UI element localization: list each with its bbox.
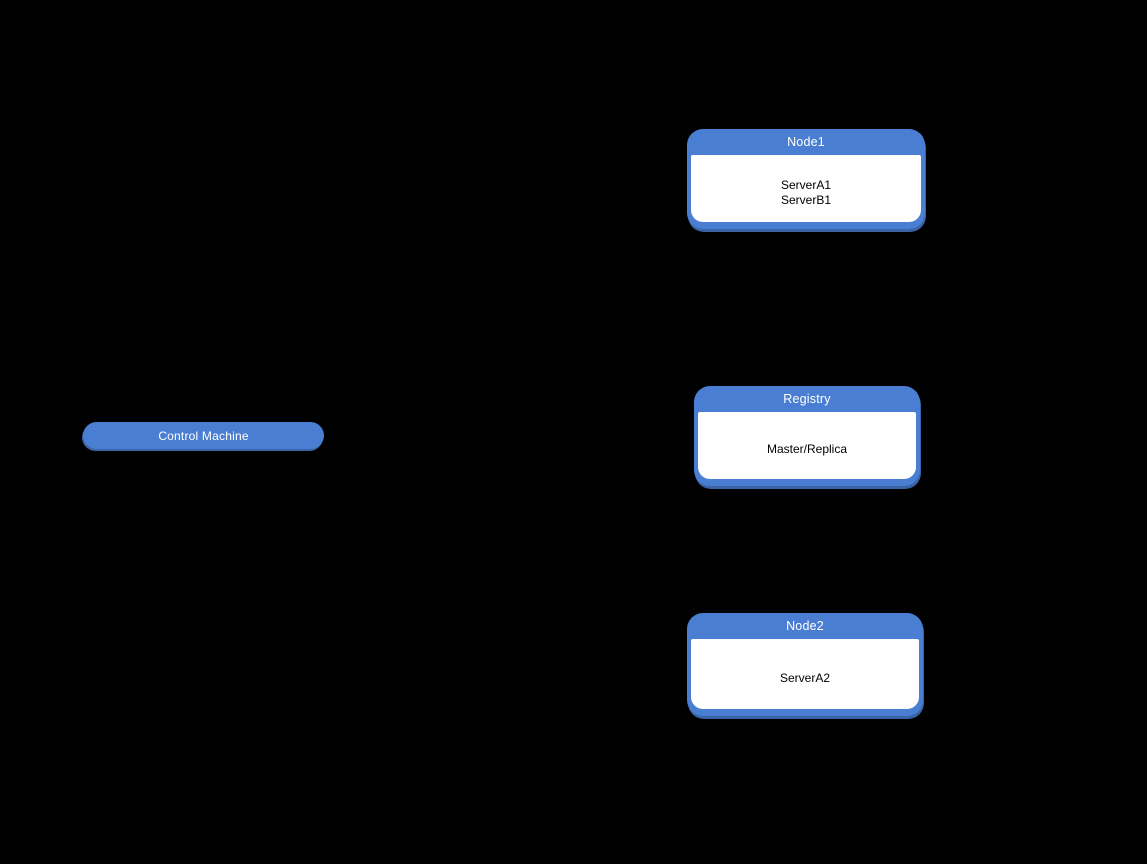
registry-servers: Master/Replica — [767, 442, 847, 457]
node1-title: Node1 — [787, 135, 825, 149]
node1-servers: ServerA1 ServerB1 — [781, 178, 831, 207]
server-label: ServerA2 — [779, 670, 831, 685]
node2-title: Node2 — [786, 619, 824, 633]
node2-shape: Node2 ServerA2 — [687, 613, 923, 716]
control-machine-label: Control Machine — [158, 428, 249, 443]
registry-shape: Registry Master/Replica — [694, 386, 920, 486]
registry-body: Master/Replica — [698, 412, 916, 479]
server-label: ServerB1 — [780, 192, 832, 207]
node1-shape: Node1 ServerA1 ServerB1 — [687, 129, 925, 229]
server-label: ServerA1 — [780, 178, 832, 192]
node2-body: ServerA2 — [691, 639, 919, 709]
node1-body: ServerA1 ServerB1 — [691, 155, 921, 222]
server-label: Master/Replica — [766, 442, 848, 457]
node2-servers: ServerA2 — [780, 671, 830, 686]
registry-title: Registry — [783, 392, 831, 406]
control-machine-shape: Control Machine — [83, 422, 324, 449]
